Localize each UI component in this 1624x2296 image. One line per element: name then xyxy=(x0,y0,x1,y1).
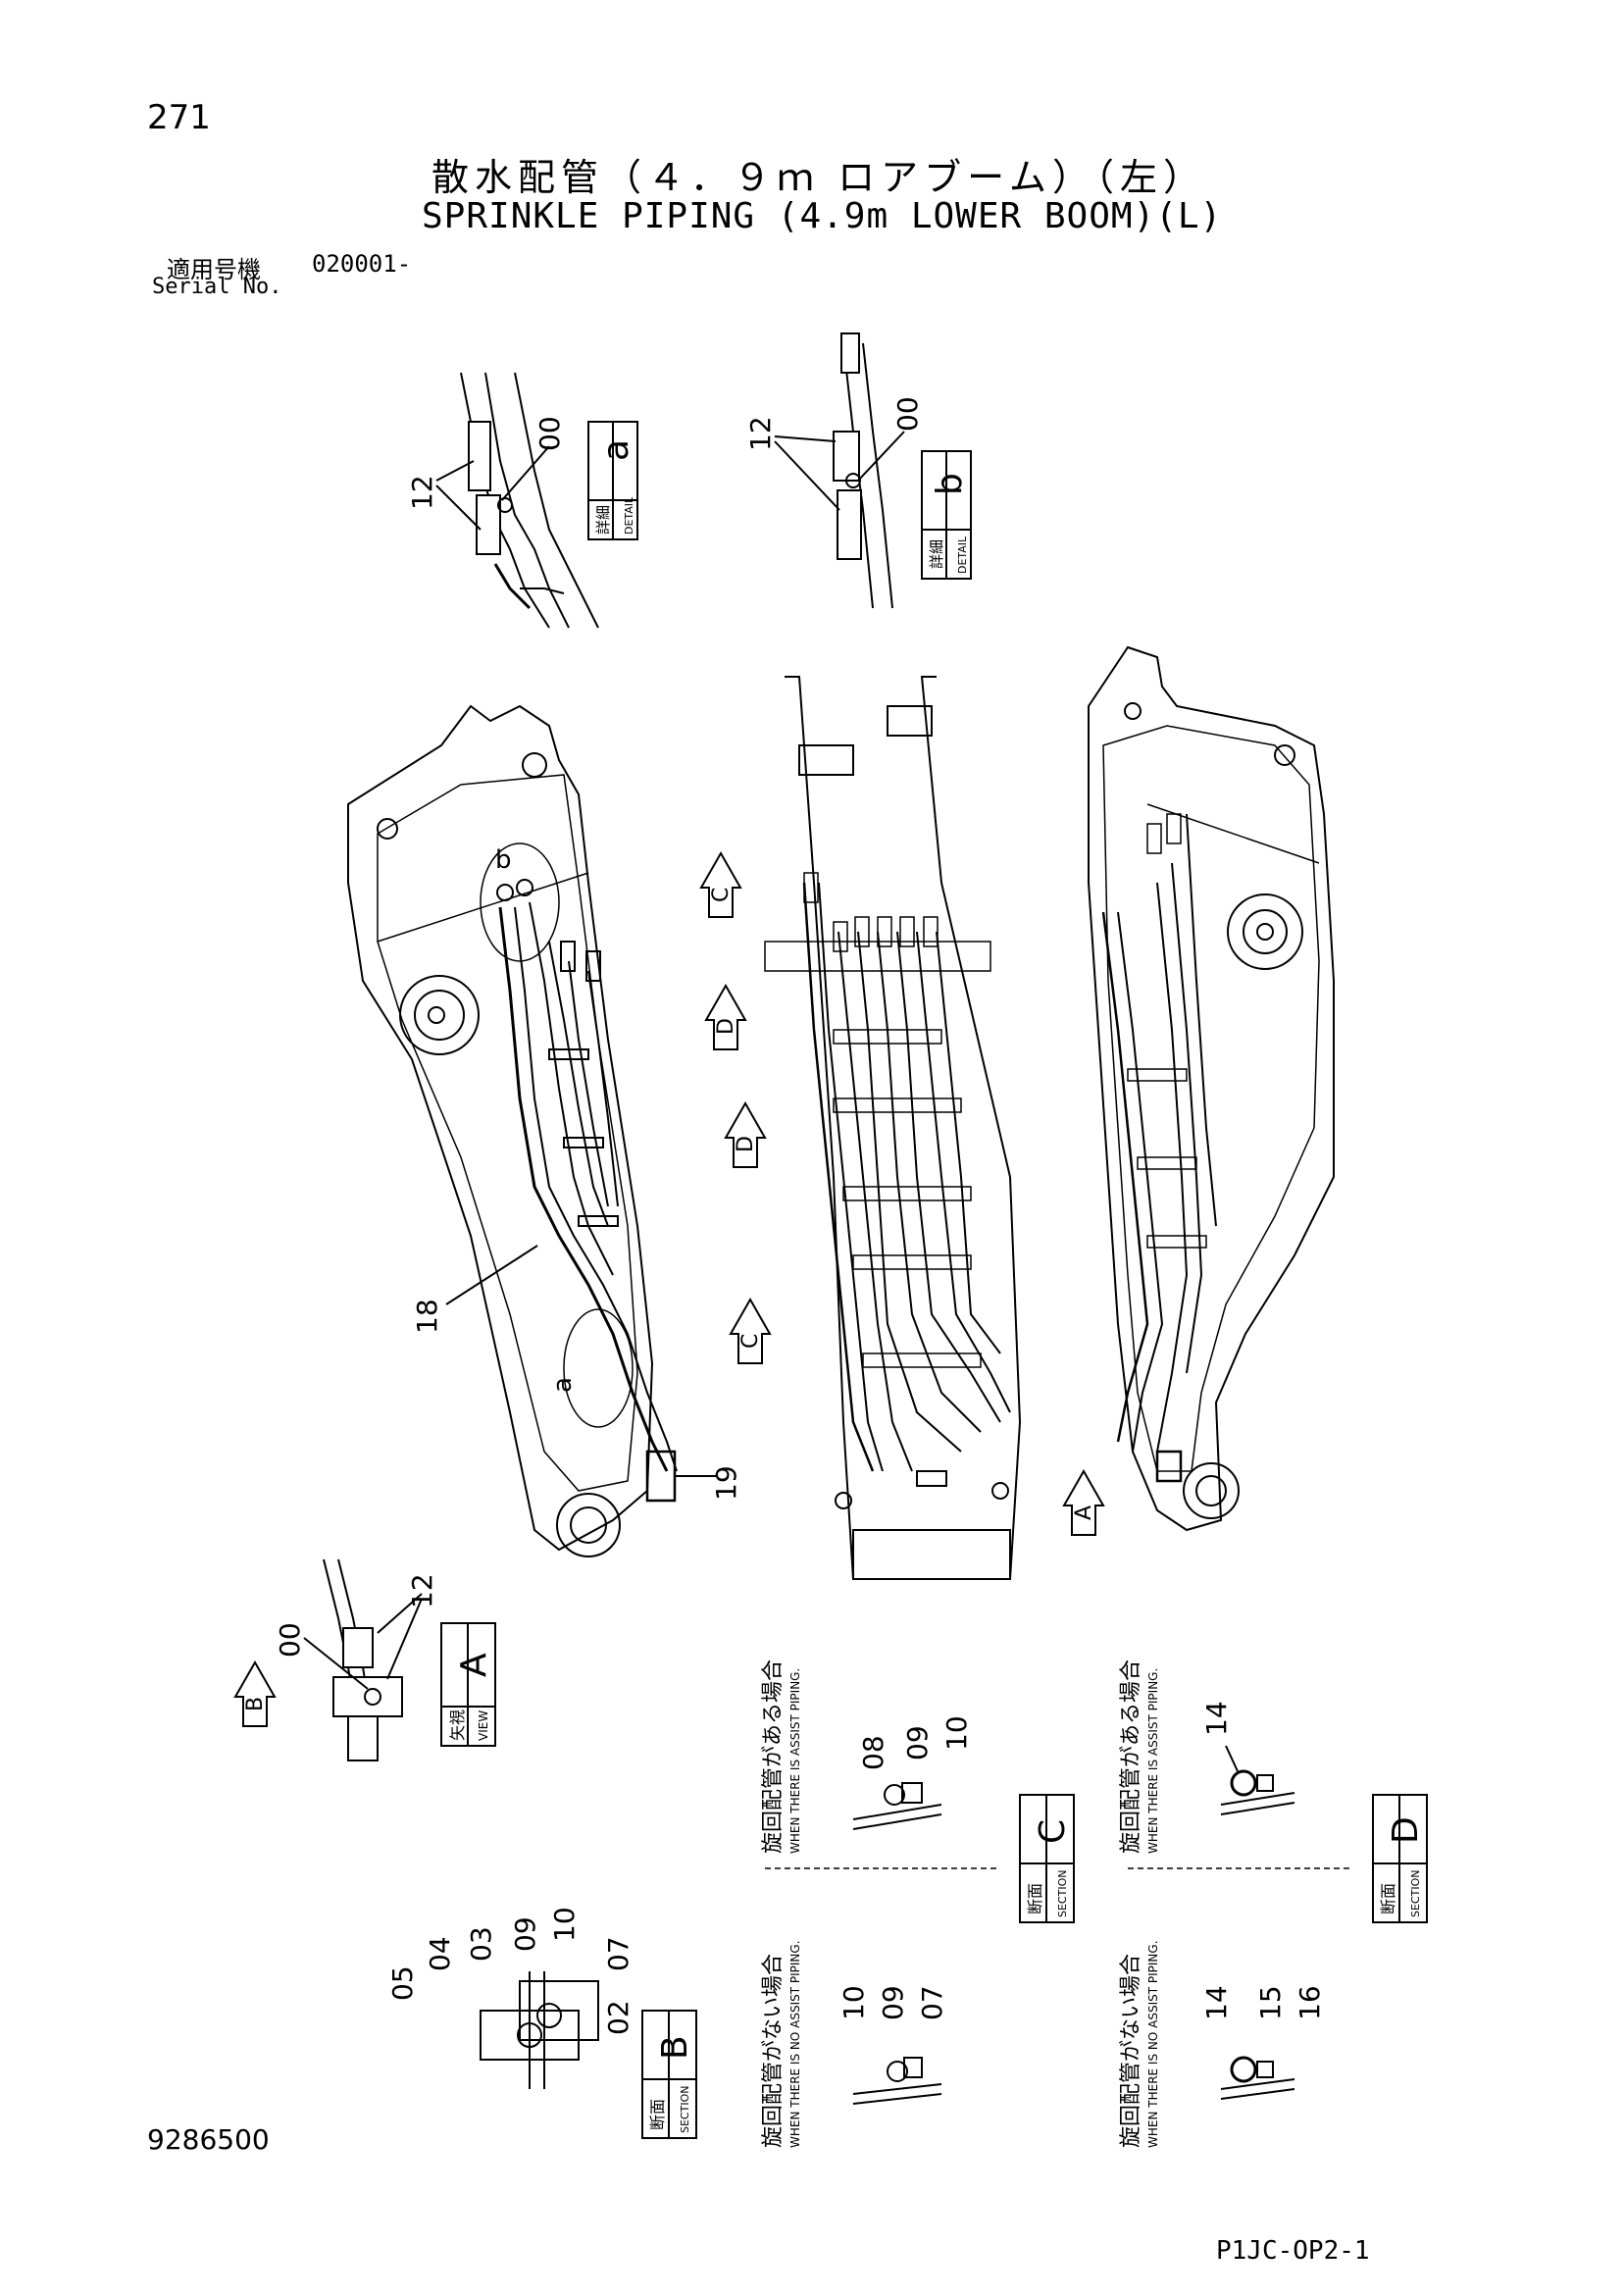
section-b-callout-09: 09 xyxy=(509,1916,541,1952)
section-c-letter: C xyxy=(1033,1819,1073,1844)
arrow-b: B xyxy=(233,1659,277,1727)
detail-a-callout-12: 12 xyxy=(406,475,438,510)
section-d-assist-jp: 旋回配管がある場合 xyxy=(1119,1659,1143,1854)
arrow-c-bottom-label: C xyxy=(738,1334,763,1349)
detail-a-letter: a xyxy=(596,439,636,461)
section-c-callout-10: 10 xyxy=(940,1715,973,1751)
detail-a-callout-00: 00 xyxy=(533,416,566,451)
section-d-callout-14b: 14 xyxy=(1200,1985,1233,2020)
arrow-d-mid: D xyxy=(724,1100,767,1168)
section-b-jp: 断面 xyxy=(648,2099,667,2130)
section-b-letter: B xyxy=(655,2035,695,2060)
sheet-id: P1JC-OP2-1 xyxy=(1216,2236,1370,2266)
section-d-no-assist-jp: 旋回配管がない場合 xyxy=(1119,1954,1143,2148)
section-d-box: D 断面 SECTION xyxy=(1372,1794,1428,1923)
detail-b-box: b 詳細 DETAIL xyxy=(921,450,972,580)
view-a-en: VIEW xyxy=(477,1710,490,1741)
serial-label-english: Serial No. xyxy=(152,275,282,299)
arrow-d-mid-label: D xyxy=(734,1136,758,1152)
detail-b-callout-12: 12 xyxy=(744,416,777,451)
arrow-c-top-label: C xyxy=(709,888,734,902)
section-b-en: SECTION xyxy=(679,2086,691,2133)
view-a-box: A 矢視 VIEW xyxy=(440,1622,496,1747)
section-d-en: SECTION xyxy=(1409,1870,1422,1917)
boom-top-view xyxy=(764,676,1022,1580)
detail-b-callout-00: 00 xyxy=(891,396,924,432)
arrow-d-top: D xyxy=(704,983,747,1050)
boom-right-view xyxy=(1088,645,1335,1532)
section-c-callout-07b: 07 xyxy=(916,1985,948,2020)
section-c-callout-09: 09 xyxy=(901,1725,934,1760)
section-c-callout-08: 08 xyxy=(857,1735,889,1770)
detail-b-letter: b xyxy=(930,473,970,495)
view-arrows: C D D C A B xyxy=(233,850,1105,1727)
section-c-jp: 断面 xyxy=(1026,1883,1044,1914)
section-d-callout-15: 15 xyxy=(1254,1985,1287,2020)
view-a-jp: 矢視 xyxy=(448,1709,467,1741)
detail-b-en: DETAIL xyxy=(956,536,969,574)
section-b-callout-04: 04 xyxy=(424,1936,456,1971)
title-japanese: 散水配管（４．９ｍ ロアブーム）（左） xyxy=(431,156,1206,199)
section-b-callout-05: 05 xyxy=(386,1965,419,2001)
main-callout-19: 19 xyxy=(710,1465,742,1501)
section-d-assist-en: WHEN THERE IS ASSIST PIPING. xyxy=(1146,1668,1160,1854)
arrow-b-label: B xyxy=(243,1697,268,1711)
section-c-assist-jp: 旋回配管がある場合 xyxy=(761,1659,786,1854)
detail-a-box: a 詳細 DETAIL xyxy=(587,421,638,540)
arrow-a: A xyxy=(1062,1468,1105,1536)
section-c-inset: 旋回配管がある場合 WHEN THERE IS ASSIST PIPING. 旋… xyxy=(761,1659,1075,2148)
section-d-no-assist-en: WHEN THERE IS NO ASSIST PIPING. xyxy=(1146,1940,1160,2148)
section-b-callout-10: 10 xyxy=(548,1907,581,1942)
section-b-callout-02: 02 xyxy=(602,2000,634,2035)
section-c-no-assist-en: WHEN THERE IS NO ASSIST PIPING. xyxy=(788,1940,802,2148)
detail-b-inset: b 詳細 DETAIL 12 00 xyxy=(744,332,972,609)
section-d-callout-16: 16 xyxy=(1294,1985,1326,2020)
main-callout-b: b xyxy=(495,845,512,875)
arrow-c-bottom: C xyxy=(729,1297,772,1364)
section-c-no-assist-jp: 旋回配管がない場合 xyxy=(761,1954,786,2148)
section-d-letter: D xyxy=(1386,1816,1426,1844)
page-number: 271 xyxy=(147,98,211,137)
section-c-box: C 断面 SECTION xyxy=(1019,1794,1075,1923)
detail-a-inset: a 詳細 DETAIL 12 00 xyxy=(406,372,638,629)
arrow-c-top: C xyxy=(699,850,742,918)
serial-label-japanese: 適用号機 xyxy=(167,256,261,283)
section-c-callout-09b: 09 xyxy=(877,1985,909,2020)
main-callout-a: a xyxy=(548,1377,578,1393)
section-b-inset: 05 04 03 09 10 07 02 B 断面 SECTION xyxy=(386,1907,697,2139)
drawing-number: 9286500 xyxy=(147,2123,270,2156)
detail-a-en: DETAIL xyxy=(623,496,635,535)
arrow-a-label: A xyxy=(1072,1505,1096,1520)
section-c-en: SECTION xyxy=(1056,1870,1069,1917)
section-d-inset: 旋回配管がある場合 WHEN THERE IS ASSIST PIPING. 旋… xyxy=(1119,1659,1428,2148)
view-a-callout-00: 00 xyxy=(274,1622,306,1658)
view-a-inset: 00 12 A 矢視 VIEW xyxy=(274,1558,496,1761)
view-a-letter: A xyxy=(454,1653,494,1677)
detail-a-jp: 詳細 xyxy=(594,505,612,535)
section-b-box: B 断面 SECTION xyxy=(641,2010,697,2139)
main-callout-18: 18 xyxy=(411,1299,443,1334)
title-english: SPRINKLE PIPING (4.9m LOWER BOOM)(L) xyxy=(422,196,1223,236)
section-b-callout-07: 07 xyxy=(602,1936,634,1971)
section-d-callout-14: 14 xyxy=(1200,1701,1233,1736)
section-b-callout-03: 03 xyxy=(465,1926,497,1962)
detail-b-jp: 詳細 xyxy=(928,539,945,569)
boom-left-view: b a 18 19 xyxy=(347,704,742,1557)
arrow-d-top-label: D xyxy=(714,1018,738,1035)
section-d-jp: 断面 xyxy=(1379,1883,1397,1914)
section-c-assist-en: WHEN THERE IS ASSIST PIPING. xyxy=(788,1668,802,1854)
serial-value: 020001- xyxy=(312,250,412,278)
section-c-callout-10b: 10 xyxy=(837,1985,870,2020)
